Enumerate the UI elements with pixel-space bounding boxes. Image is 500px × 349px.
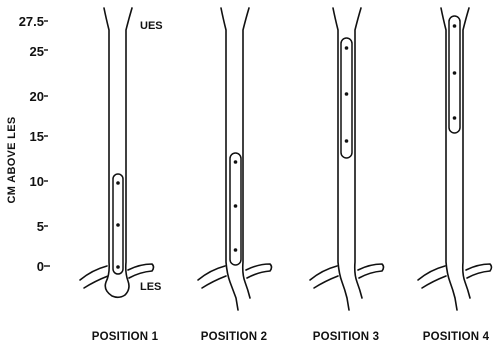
- position-3-figure: POSITION 3: [310, 8, 384, 343]
- sensor-dot: [234, 204, 238, 208]
- esophagus-outline-right: [463, 8, 470, 298]
- ues-label: UES: [140, 20, 163, 32]
- position-3-label: POSITION 3: [313, 331, 380, 343]
- sensor-dot: [234, 160, 238, 164]
- les-label: LES: [140, 281, 161, 293]
- sensor-dot: [345, 139, 349, 143]
- position-4-figure: POSITION 4: [418, 8, 492, 343]
- stomach-wall: [198, 264, 272, 288]
- tick-label-25: 25: [30, 44, 44, 59]
- sensors: [345, 46, 349, 143]
- sensor-dot: [116, 223, 120, 227]
- tick-label-20: 20: [30, 89, 44, 104]
- tick-label-10: 10: [30, 174, 44, 189]
- sensor-dot: [453, 116, 457, 120]
- tick-label-15: 15: [30, 129, 44, 144]
- sensors: [234, 160, 238, 252]
- tick-label-5: 5: [37, 219, 44, 234]
- position-4-label: POSITION 4: [423, 331, 490, 343]
- position-1-figure: UES LES POSITION 1: [80, 8, 163, 343]
- stomach-wall: [418, 264, 492, 288]
- y-axis-label: CM ABOVE LES: [6, 117, 18, 204]
- tick-label-27.5: 27.5: [19, 14, 44, 29]
- sensors: [453, 24, 457, 120]
- catheter: [230, 153, 241, 265]
- sensor-dot: [345, 46, 349, 50]
- position-1-label: POSITION 1: [92, 331, 159, 343]
- sensor-dot: [234, 248, 238, 252]
- sensors: [116, 181, 120, 269]
- position-2-figure: POSITION 2: [198, 8, 272, 343]
- y-axis: CM ABOVE LES 27.5 25 20 15 10 5 0: [6, 14, 50, 274]
- esophagus-outline: [104, 8, 132, 297]
- tick-label-0: 0: [37, 259, 44, 274]
- esophagus-outline-right: [355, 8, 362, 298]
- sensor-dot: [345, 92, 349, 96]
- esophagus-outline-right: [243, 8, 250, 298]
- position-2-label: POSITION 2: [201, 331, 268, 343]
- sensor-dot: [116, 265, 120, 269]
- sensor-dot: [453, 71, 457, 75]
- sensor-dot: [453, 24, 457, 28]
- stomach-wall: [310, 264, 384, 288]
- sensor-dot: [116, 181, 120, 185]
